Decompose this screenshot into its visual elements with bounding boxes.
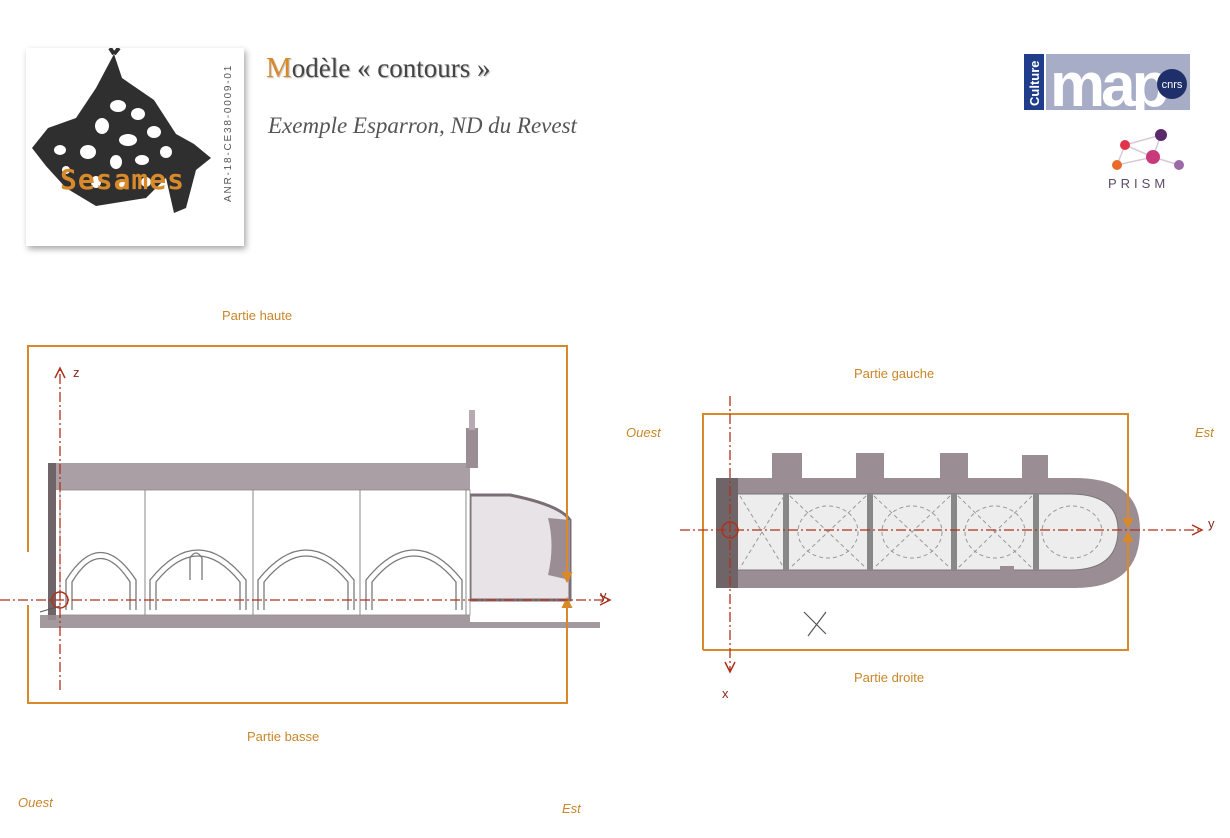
plan-x-label: x	[722, 686, 729, 701]
logo-wordmark: Sesames	[60, 163, 186, 196]
plan-origin	[721, 521, 739, 539]
bell-tower	[466, 428, 478, 468]
buttresses	[772, 453, 1048, 481]
culture-text: Culture	[1027, 61, 1042, 107]
plan-y-label: y	[1208, 516, 1215, 531]
plan-view	[716, 453, 1140, 637]
plan-west-wall	[716, 478, 738, 588]
prism-logo-mark	[1112, 129, 1184, 170]
map-cnrs-logo: Culture map cnrs	[1024, 54, 1190, 110]
cnrs-text: cnrs	[1162, 79, 1183, 91]
nave-arches	[65, 549, 463, 610]
vault-lines	[739, 495, 1103, 569]
section-z-label: z	[73, 365, 80, 380]
bay-dividers	[783, 494, 1039, 570]
north-arrow	[803, 611, 827, 637]
plan-frame-bottom	[703, 538, 1129, 651]
section-frame-top	[27, 345, 568, 580]
map-cnrs-logo-mark: Culture map cnrs	[1024, 54, 1190, 110]
plan-bottom-label: Partie droite	[854, 670, 925, 685]
plan-top-label: Partie gauche	[854, 366, 935, 381]
section-origin	[51, 591, 69, 609]
section-bottom-label: Partie basse	[247, 729, 320, 744]
title-initial: M	[266, 52, 292, 84]
roof-band	[52, 463, 470, 490]
page-subtitle: Exemple Esparron, ND du Revest	[268, 113, 577, 138]
nave-pillars	[144, 490, 467, 615]
section-east-label: Est	[562, 801, 581, 816]
section-frame-bottom	[27, 600, 568, 704]
plan-west-label: Ouest	[626, 425, 661, 440]
section-view	[39, 410, 600, 628]
prism-wordmark: PRISM	[1108, 176, 1170, 191]
section-y-label: y	[600, 588, 607, 603]
map-text: map	[1050, 54, 1168, 110]
plan-east-label: Est	[1195, 425, 1214, 440]
section-west-label: Ouest	[18, 795, 53, 810]
sesames-logo	[26, 48, 244, 246]
nave	[59, 489, 471, 616]
floor-slab	[40, 615, 600, 628]
plan-frame-top	[702, 413, 1129, 650]
title-rest: odèle « contours »	[291, 53, 491, 83]
plan-interior	[735, 493, 1119, 571]
page-title: Modèle « contours »	[266, 52, 491, 85]
prism-logo	[1105, 127, 1189, 195]
sesames-logo-mark	[32, 48, 211, 213]
section-top-label: Partie haute	[222, 308, 293, 323]
